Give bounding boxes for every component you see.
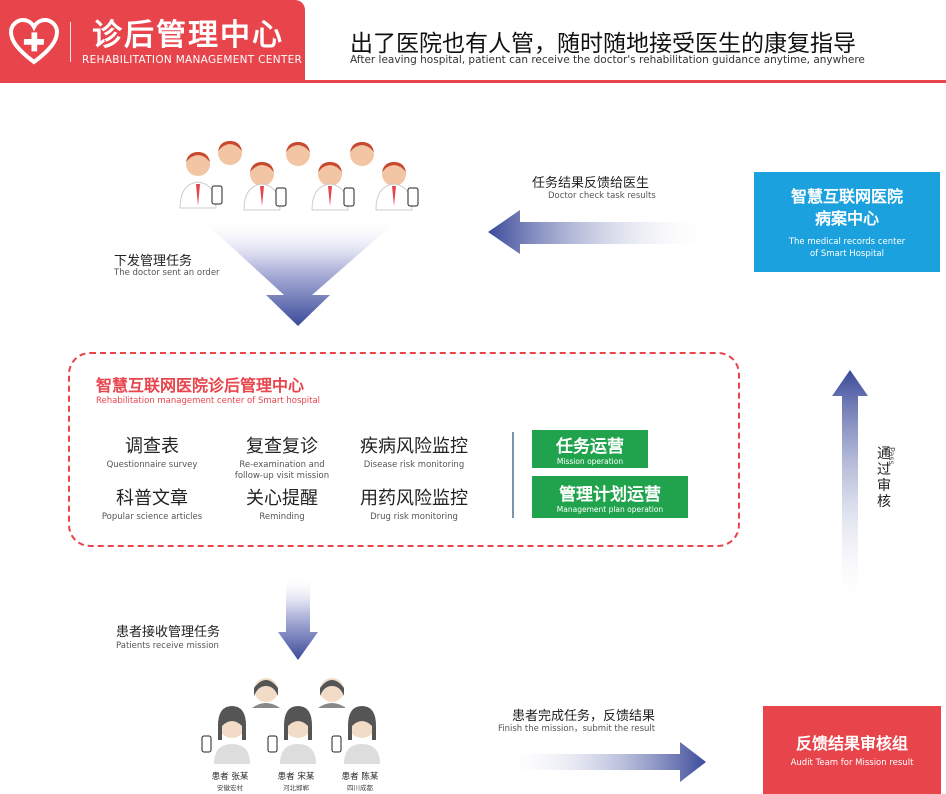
funnel-down-arrow: [200, 218, 400, 326]
feedback-left-arrow: [488, 210, 710, 254]
audit-team-box: 反馈结果审核组 Audit Team for Mission result: [763, 706, 941, 794]
heart-cross-logo-icon: [8, 17, 60, 65]
ops-cn: 任务运营: [556, 437, 624, 457]
item-en: Popular science articles: [101, 512, 203, 522]
item-cn: 科普文章: [116, 488, 188, 509]
item-cn: 用药风险监控: [360, 488, 468, 509]
ops-en: Mission operation: [556, 457, 624, 466]
audit-team-title: 反馈结果审核组: [795, 734, 908, 753]
management-center-box: [68, 352, 740, 547]
finish-label: 患者完成任务，反馈结果: [512, 709, 656, 724]
center-divider: [512, 432, 514, 518]
header-slogan: 出了医院也有人管，随时随地接受医生的康复指导: [350, 31, 856, 57]
records-center-title-line2: 病案中心: [814, 209, 879, 228]
patient-location: 河北邯郸: [283, 784, 309, 792]
item-science-articles: 科普文章 Popular science articles: [92, 484, 212, 523]
patient-name: 患者 张某: [211, 772, 249, 782]
management-center-title: 智慧互联网医院诊后管理中心: [96, 376, 305, 395]
item-en: Reminding: [259, 512, 305, 522]
patients-down-arrow: [278, 575, 318, 660]
item-reminding: 关心提醒 Reminding: [222, 484, 342, 523]
send-order-label: 下发管理任务: [114, 254, 193, 269]
feedback-doctor-label: 任务结果反馈给医生: [532, 176, 650, 191]
item-cn: 疾病风险监控: [360, 436, 468, 457]
item-cn: 调查表: [125, 436, 179, 457]
audit-pass-label: 通过审核: [877, 446, 891, 510]
item-cn: 关心提醒: [246, 488, 318, 509]
item-reexamination: 复查复诊 Re-examination and follow-up visit …: [222, 432, 342, 482]
records-center-title-line1: 智慧互联网医院: [790, 187, 903, 206]
header-rule: [0, 80, 946, 83]
audit-team-title-en: Audit Team for Mission result: [790, 758, 914, 768]
patients-receive-label-en: Patients receive mission: [116, 641, 219, 651]
feedback-doctor-label-en: Doctor check task results: [548, 191, 656, 201]
item-en: Drug risk monitoring: [370, 512, 458, 522]
logo-divider: [70, 22, 71, 62]
audit-pass-label-en: Pass: [887, 447, 896, 465]
patient-name: 患者 宋某: [277, 772, 315, 782]
audit-up-arrow: [832, 370, 868, 610]
patient-2: 患者 宋某 河北邯郸: [266, 770, 326, 792]
item-cn: 复查复诊: [246, 436, 318, 457]
patient-group-icon: [201, 678, 380, 764]
send-order-label-en: The doctor sent an order: [114, 268, 220, 278]
header-title: 诊后管理中心: [92, 18, 284, 53]
records-center-en-line1: The medical records center: [788, 237, 906, 247]
item-questionnaire: 调查表 Questionnaire survey: [92, 432, 212, 471]
finish-label-en: Finish the mission，submit the result: [498, 724, 656, 734]
item-en: Re-examination and follow-up visit missi…: [234, 460, 330, 481]
item-en: Questionnaire survey: [106, 460, 198, 470]
item-en: Disease risk monitoring: [363, 460, 465, 470]
ops-cn: 管理计划运营: [559, 485, 661, 505]
item-drug-risk: 用药风险监控 Drug risk monitoring: [352, 484, 476, 523]
patients-receive-label: 患者接收管理任务: [116, 625, 221, 640]
patient-1: 患者 张某 安徽宏村: [200, 770, 260, 792]
management-plan-badge: 管理计划运营 Management plan operation: [532, 476, 688, 518]
header-banner: [0, 0, 305, 82]
patient-3: 患者 陈某 四川成都: [330, 770, 390, 792]
patient-location: 四川成都: [347, 784, 373, 792]
patient-location: 安徽宏村: [217, 784, 243, 792]
patient-name: 患者 陈某: [341, 772, 379, 782]
records-center-en-line2: of Smart Hospital: [810, 249, 884, 259]
finish-right-arrow: [500, 742, 706, 782]
ops-en: Management plan operation: [556, 505, 664, 514]
header-title-en: REHABILITATION MANAGEMENT CENTER: [82, 54, 303, 66]
item-disease-risk: 疾病风险监控 Disease risk monitoring: [352, 432, 476, 471]
header-slogan-en: After leaving hospital, patient can rece…: [350, 54, 865, 66]
records-center-box: 智慧互联网医院 病案中心 The medical records center …: [754, 172, 940, 272]
mission-operation-badge: 任务运营 Mission operation: [532, 430, 648, 468]
management-center-title-en: Rehabilitation management center of Smar…: [96, 396, 321, 406]
doctor-group-icon: [179, 141, 419, 211]
